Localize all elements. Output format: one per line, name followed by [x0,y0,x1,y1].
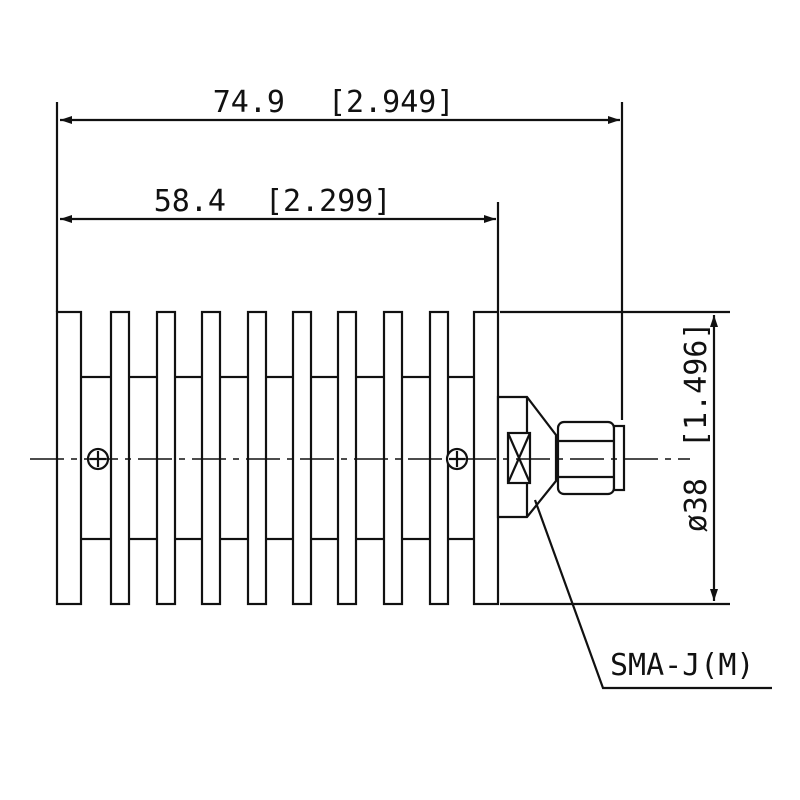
diameter-metric: ø38 [679,478,714,532]
connector-callout-label: SMA-J(M) [610,648,755,683]
diameter-imperial: [1.496] [679,322,714,448]
fin-4 [200,310,222,606]
connector-callout-leader [533,499,772,690]
fin-1 [55,310,83,606]
fin-5 [246,310,268,606]
fin-2 [109,310,131,606]
sma-tip [612,424,626,492]
overall-length-imperial: [2.949] [328,85,454,120]
sma-coupling-nut [556,420,616,496]
fin-7 [336,310,358,606]
overall-length-metric: 74.9 [213,85,285,120]
body-length-metric: 58.4 [154,184,226,219]
fin-10 [472,310,500,606]
fin-8 [382,310,404,606]
connector-mount-cross-2 [506,432,532,484]
fin-6 [291,310,313,606]
heatsink-fins [55,310,500,606]
fin-3 [155,310,177,606]
fin-9 [428,310,450,606]
body-length-imperial: [2.299] [265,184,391,219]
